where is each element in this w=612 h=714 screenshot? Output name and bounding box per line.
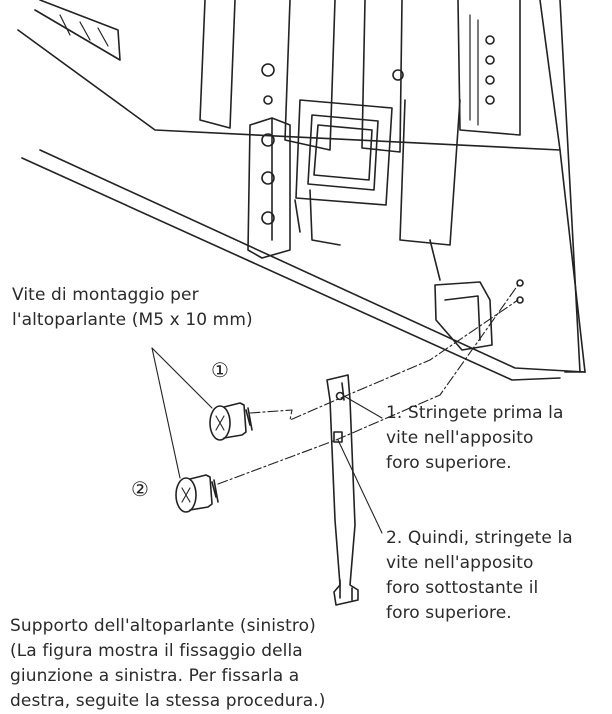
step-2-text: 2. Quindi, stringete la vite nell'apposi… bbox=[386, 526, 573, 626]
step-2-line-4: foro superiore. bbox=[386, 603, 512, 623]
step-2-line-1: 2. Quindi, stringete la bbox=[386, 528, 573, 548]
marker-1: ① bbox=[211, 358, 229, 382]
step-2-line-2: vite nell'apposito bbox=[386, 553, 534, 573]
bracket-caption-line-3: giunzione a sinistra. Per fissarla a bbox=[10, 666, 300, 686]
marker-2: ② bbox=[131, 477, 149, 501]
step-1-line-1: 1. Stringete prima la bbox=[386, 403, 564, 423]
screw-label: Vite di montaggio per l'altoparlante (M5… bbox=[12, 283, 253, 333]
bracket-caption: Supporto dell'altoparlante (sinistro) (L… bbox=[10, 614, 326, 714]
step-2-line-3: foro sottostante il bbox=[386, 578, 539, 598]
joint-block bbox=[429, 239, 524, 351]
screw-label-line-1: Vite di montaggio per bbox=[12, 285, 199, 305]
screw-1 bbox=[209, 402, 253, 441]
rear-handle bbox=[295, 99, 393, 206]
mounting-hinge bbox=[247, 117, 341, 259]
display-rear-panel bbox=[17, 0, 586, 381]
step-1-line-2: vite nell'apposito bbox=[386, 428, 534, 448]
screw-2 bbox=[175, 474, 219, 513]
bracket-caption-line-1: Supporto dell'altoparlante (sinistro) bbox=[10, 616, 316, 636]
leader-lines bbox=[151, 347, 383, 534]
speaker-bracket bbox=[326, 374, 359, 606]
alignment-lines bbox=[217, 284, 519, 485]
bracket-caption-line-4: destra, seguite la stessa procedura.) bbox=[10, 691, 326, 711]
step-1-line-3: foro superiore. bbox=[386, 453, 512, 473]
bracket-caption-line-2: (La figura mostra il fissaggio della bbox=[10, 641, 303, 661]
screw-label-line-2: l'altoparlante (M5 x 10 mm) bbox=[12, 310, 253, 330]
step-1-text: 1. Stringete prima la vite nell'apposito… bbox=[386, 401, 563, 476]
